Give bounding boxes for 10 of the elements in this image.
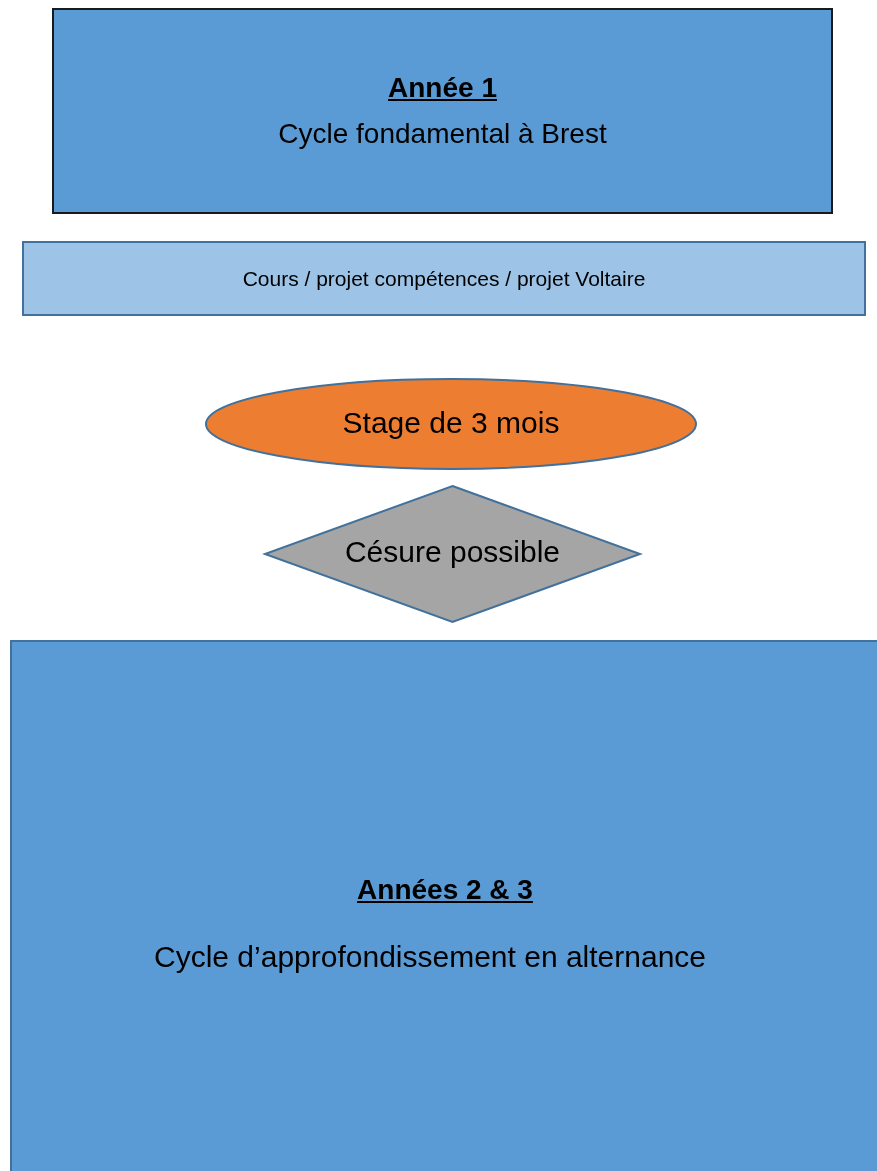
band — [22, 241, 866, 316]
band-label: Cours / projet compétences / projet Voltaire — [242, 267, 646, 291]
years-box — [10, 640, 877, 1171]
heading: Années 2 & 3 — [357, 874, 533, 906]
year-box — [52, 8, 833, 214]
heading: Année 1 — [388, 72, 497, 104]
description: Cycle d’approfondissement en alternance — [154, 940, 706, 974]
diamond-label: Césure possible — [344, 535, 561, 569]
ellipse-label: Stage de 3 mois — [342, 406, 560, 440]
description: Cycle fondamental à Brest — [278, 118, 607, 150]
